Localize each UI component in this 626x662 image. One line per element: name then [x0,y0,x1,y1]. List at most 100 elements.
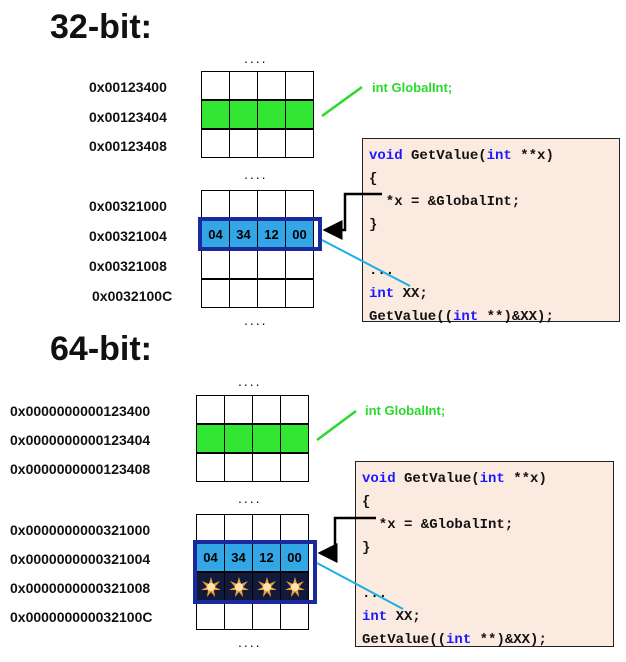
address-label: 0x000000000032100C [10,609,153,625]
code-line: { [369,171,378,187]
memory-cell [280,424,309,453]
memory-row-globalint [196,424,309,453]
memory-cell [201,129,230,158]
code-line: void GetValue(int **x) [362,468,609,491]
address-label: 0x00123404 [89,109,167,125]
memory-row [196,514,309,543]
address-label: 0x0000000000123408 [10,461,151,477]
code-text: GetValue( [402,148,487,164]
starburst-icon [228,576,249,597]
byte-cell: 00 [280,543,309,572]
address-label: 0x0000000000321004 [10,551,151,567]
dots-top-32: .... [244,50,268,66]
memory-cell [201,190,230,219]
globalint-label: int GlobalInt; [365,403,446,418]
address-label: 0x0000000000123400 [10,403,151,419]
memory-row [201,71,314,100]
code-text: GetValue(( [369,309,454,325]
code-keyword: void [369,148,403,164]
memory-cell [224,395,253,424]
memory-cell [196,424,225,453]
memory-cell [229,190,258,219]
code-keyword: int [479,471,505,487]
memory-cell [229,279,258,308]
code-line: void GetValue(int **x) [369,145,615,168]
memory-cell [257,250,286,279]
starburst-icon [200,576,221,597]
address-label: 0x00123408 [89,138,167,154]
memory-row-globalint [201,100,314,129]
code-keyword: int [362,609,388,625]
memory-cell [196,395,225,424]
dots-mid-32: .... [244,166,268,182]
dots-bottom-64: .... [238,634,262,650]
xx-link-line [316,562,404,610]
code-text: **)&XX); [471,632,547,648]
address-label: 0x00321008 [89,258,167,274]
memory-cell [201,71,230,100]
memory-row [196,453,309,482]
code-text: XX; [387,609,421,625]
code-text: **x) [504,471,547,487]
section-title-32: 32-bit: [50,8,152,46]
memory-row [201,129,314,158]
code-line: GetValue((int **)&XX); [369,306,615,329]
dots-bottom-32: .... [244,312,268,328]
code-line: } [369,217,378,233]
code-keyword: int [486,148,512,164]
code-line: int XX; [362,606,609,629]
globalint-pointer-line [321,85,363,118]
memory-cell [196,453,225,482]
code-keyword: int [446,632,472,648]
address-label: 0x00123400 [89,79,167,95]
code-line: { [362,494,371,510]
memory-row-garbage [196,572,309,601]
memory-cell [280,572,309,601]
code-line: GetValue((int **)&XX); [362,629,609,652]
address-label: 0x0032100C [92,288,173,304]
memory-cell [201,250,230,279]
starburst-icon [256,576,277,597]
starburst-icon [284,576,305,597]
code-keyword: int [453,309,479,325]
byte-cell: 34 [224,543,253,572]
memory-cell [285,190,314,219]
pointer-arrow [317,516,376,563]
address-label: 0x00321000 [89,198,167,214]
dots-top-64: .... [238,373,262,389]
code-text: **)&XX); [478,309,554,325]
memory-cell [285,100,314,129]
globalint-pointer-line [316,409,357,442]
memory-row [196,395,309,424]
memory-cell [229,250,258,279]
code-line: } [362,540,371,556]
memory-row [201,279,314,308]
code-keyword: void [362,471,396,487]
address-label: 0x0000000000321000 [10,522,151,538]
code-text: GetValue(( [362,632,447,648]
code-box-64: void GetValue(int **x) { *x = &GlobalInt… [355,461,614,648]
code-line: *x = &GlobalInt; [369,194,521,210]
xx-link-line [321,239,411,287]
code-line: int XX; [369,283,615,306]
code-text: XX; [394,286,428,302]
code-text: GetValue( [395,471,480,487]
dots-mid-64: .... [238,490,262,506]
code-box-32: void GetValue(int **x) { *x = &GlobalInt… [362,138,620,325]
code-line: *x = &GlobalInt; [362,517,514,533]
memory-cell [280,395,309,424]
memory-cell [285,129,314,158]
address-label: 0x0000000000123404 [10,432,151,448]
address-label: 0x0000000000321008 [10,580,151,596]
memory-cell [280,453,309,482]
pointer-arrow [322,192,382,240]
code-text: **x) [511,148,554,164]
address-label: 0x00321004 [89,228,167,244]
section-title-64: 64-bit: [50,330,152,368]
code-keyword: int [369,286,395,302]
memory-cell [224,572,253,601]
memory-cell [285,71,314,100]
